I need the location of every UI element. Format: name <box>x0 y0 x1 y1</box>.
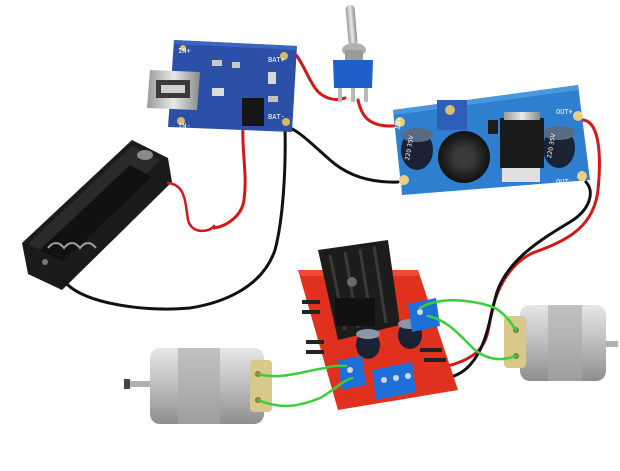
buck-out-plus-label: OUT+ <box>556 108 573 116</box>
buck-out-minus-label: OUT- <box>556 178 573 186</box>
potentiometer-icon <box>437 100 467 130</box>
charger-in-minus-label: IN- <box>178 122 191 130</box>
heatsink-icon <box>318 240 400 340</box>
capacitor-left-icon: 220 35V <box>401 128 433 170</box>
wire-motor-left-a <box>256 364 348 378</box>
terminal-block-left-icon <box>338 356 366 390</box>
motor-right <box>504 305 618 381</box>
driver-capacitor-left-icon <box>356 329 380 359</box>
terminal-block-right-icon <box>408 298 440 332</box>
charger-board: IN+ IN- BAT+ BAT- <box>147 40 297 132</box>
buck-in-plus-label: IN+ <box>393 117 403 131</box>
capacitor-left-label: 220 35V <box>404 134 415 161</box>
battery-holder <box>22 140 172 290</box>
usb-connector-icon <box>147 70 200 110</box>
motor-right-shaft-icon <box>598 341 618 347</box>
terminal-block-power-icon <box>372 362 416 400</box>
motor-wires <box>256 299 518 408</box>
buck-converter: 220 35V 220 35V IN+ IN- OUT+ OUT- <box>393 85 590 195</box>
charger-bat-plus-label: BAT+ <box>268 56 285 64</box>
wire-motor-left-b <box>256 376 354 408</box>
capacitor-right-icon: 220 35V <box>543 126 575 168</box>
battery-contact-icon <box>137 150 153 160</box>
charger-bat-minus-label: BAT- <box>268 113 285 121</box>
wire-battery-negative <box>63 126 287 311</box>
wire-charger-to-buck-neg <box>288 126 400 184</box>
motor-left-shaft-icon <box>128 381 152 387</box>
wire-motor-right-a <box>418 299 518 332</box>
charger-in-plus-label: IN+ <box>178 47 191 55</box>
charger-ic-icon <box>242 98 264 126</box>
motor-left <box>124 348 272 424</box>
capacitor-right-label: 220 35V <box>546 132 557 159</box>
battery-spring-icon <box>47 242 97 250</box>
motor-driver-board <box>298 240 458 410</box>
wire-buck-out-negative <box>405 180 592 383</box>
toggle-switch <box>333 4 373 102</box>
header-pins-icon <box>302 300 446 362</box>
regulator-ic-icon <box>500 112 544 182</box>
wire-motor-right-b <box>426 314 518 361</box>
buck-in-minus-label: IN- <box>395 179 405 193</box>
wire-battery-positive <box>166 181 216 233</box>
